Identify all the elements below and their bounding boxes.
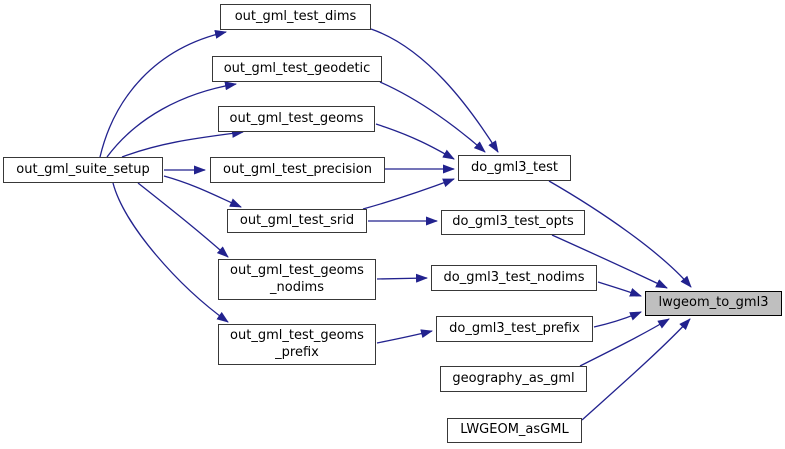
graph-node-label: out_gml_test_geodetic bbox=[223, 60, 371, 76]
graph-node-out_gml_test_srid[interactable]: out_gml_test_srid bbox=[227, 209, 367, 233]
edge-suite_setup-to-test_geoms bbox=[121, 128, 244, 158]
edge-geography_as_gml-to-lwgeom_to_gml3 bbox=[579, 318, 670, 367]
edge-do_test-to-lwgeom_to_gml3 bbox=[548, 180, 692, 288]
graph-node-out_gml_test_dims[interactable]: out_gml_test_dims bbox=[220, 4, 371, 30]
graph-node-out_gml_test_geoms_prefix[interactable]: out_gml_test_geoms_prefix bbox=[218, 324, 376, 365]
graph-node-do_gml3_test_prefix[interactable]: do_gml3_test_prefix bbox=[436, 316, 593, 342]
graph-node-label: lwgeom_to_gml3 bbox=[658, 295, 769, 311]
graph-node-LWGEOM_asGML[interactable]: LWGEOM_asGML bbox=[447, 418, 582, 443]
graph-node-label: _prefix bbox=[275, 344, 319, 360]
edge-suite_setup-to-test_dims bbox=[99, 30, 227, 158]
edge-suite_setup-to-test_srid bbox=[163, 175, 242, 208]
edge-test_dims-to-do_test bbox=[370, 28, 499, 153]
graph-node-out_gml_test_geoms_nodims[interactable]: out_gml_test_geoms_nodims bbox=[218, 259, 376, 300]
edge-suite_setup-to-test_geodetic bbox=[106, 81, 237, 158]
graph-node-geography_as_gml[interactable]: geography_as_gml bbox=[440, 366, 587, 392]
edge-test_geoms_nodims-to-do_nodims bbox=[376, 273, 428, 283]
graph-node-label: out_gml_test_geoms bbox=[229, 110, 364, 126]
graph-node-label: out_gml_suite_setup bbox=[16, 161, 150, 177]
edge-suite_setup-to-test_geoms_prefix bbox=[112, 182, 229, 323]
graph-node-label: out_gml_test_dims bbox=[234, 8, 357, 24]
graph-node-do_gml3_test_nodims[interactable]: do_gml3_test_nodims bbox=[431, 265, 597, 291]
graph-node-out_gml_suite_setup[interactable]: out_gml_suite_setup bbox=[3, 157, 163, 183]
graph-node-do_gml3_test_opts[interactable]: do_gml3_test_opts bbox=[441, 210, 585, 235]
edge-test_geoms-to-do_test bbox=[375, 123, 455, 160]
graph-node-label: out_gml_test_geoms bbox=[230, 262, 364, 278]
edge-lwgeom_asgml-to-lwgeom_to_gml3 bbox=[581, 318, 691, 421]
edge-suite_setup-to-test_geoms_nodims bbox=[137, 182, 229, 258]
graph-node-do_gml3_test[interactable]: do_gml3_test bbox=[458, 155, 571, 181]
graph-node-label: geography_as_gml bbox=[452, 370, 575, 386]
edge-test_srid-to-do_test bbox=[362, 178, 455, 210]
graph-node-out_gml_test_geodetic[interactable]: out_gml_test_geodetic bbox=[212, 56, 382, 82]
edge-do_nodims-to-lwgeom_to_gml3 bbox=[597, 281, 642, 297]
graph-node-label: do_gml3_test_opts bbox=[452, 214, 574, 230]
graph-node-label: out_gml_test_precision bbox=[223, 161, 372, 177]
edge-test_geoms_prefix-to-do_prefix bbox=[376, 329, 433, 344]
graph-node-label: LWGEOM_asGML bbox=[460, 422, 569, 438]
graph-node-label: _nodims bbox=[270, 279, 324, 295]
graph-node-label: do_gml3_test bbox=[471, 159, 558, 175]
graph-node-lwgeom_to_gml3: lwgeom_to_gml3 bbox=[645, 291, 782, 316]
edge-do_prefix-to-lwgeom_to_gml3 bbox=[593, 311, 642, 328]
graph-node-label: do_gml3_test_prefix bbox=[449, 320, 580, 336]
graph-node-out_gml_test_geoms[interactable]: out_gml_test_geoms bbox=[218, 106, 375, 132]
edge-test_geodetic-to-do_test bbox=[379, 81, 486, 153]
graph-node-label: out_gml_test_srid bbox=[239, 212, 355, 228]
edge-do_opts-to-lwgeom_to_gml3 bbox=[551, 234, 668, 289]
graph-node-label: out_gml_test_geoms bbox=[230, 327, 364, 343]
graph-node-out_gml_test_precision[interactable]: out_gml_test_precision bbox=[210, 157, 385, 183]
graph-node-label: do_gml3_test_nodims bbox=[443, 269, 585, 285]
